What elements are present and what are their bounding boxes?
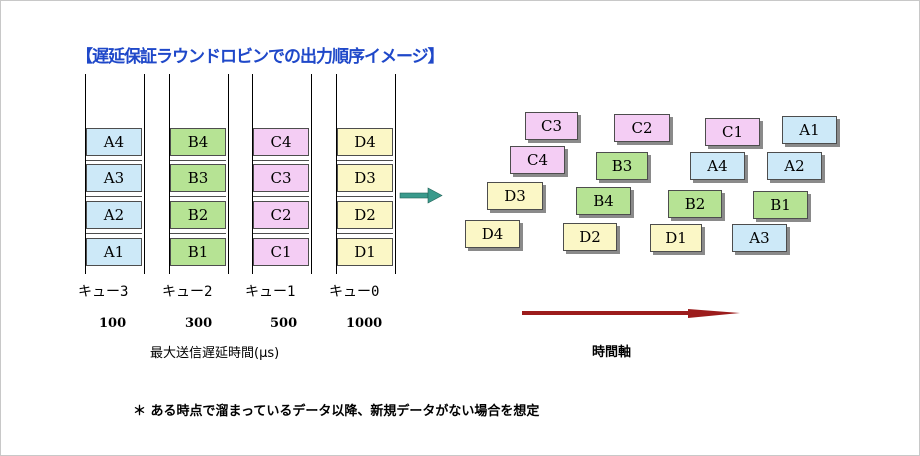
queue-1: C4 C3 C2 C1 bbox=[252, 74, 312, 274]
cell-separator bbox=[86, 233, 142, 234]
queue-cell: D3 bbox=[337, 164, 393, 192]
queue-wall-left bbox=[252, 74, 253, 274]
output-box: D1 bbox=[650, 224, 702, 252]
output-box: A3 bbox=[732, 224, 787, 252]
queue-wall-right bbox=[144, 74, 145, 274]
output-box: D2 bbox=[563, 223, 617, 251]
queue-3: A4 A3 A2 A1 bbox=[85, 74, 145, 274]
queue-cell: C4 bbox=[253, 128, 309, 156]
queue-wall-right bbox=[311, 74, 312, 274]
cell-separator bbox=[253, 196, 309, 197]
queue-2: B4 B3 B2 B1 bbox=[169, 74, 229, 274]
output-box: B3 bbox=[596, 152, 648, 180]
delay-caption: 最大送信遅延時間(μs) bbox=[150, 346, 280, 361]
queue-cell: D1 bbox=[337, 238, 393, 266]
queue-wall-left bbox=[336, 74, 337, 274]
cell-separator bbox=[337, 196, 393, 197]
cell-separator bbox=[337, 233, 393, 234]
queue-delay-value: 300 bbox=[185, 316, 213, 331]
queue-cell: B4 bbox=[170, 128, 226, 156]
output-box: B1 bbox=[753, 191, 808, 219]
queue-delay-value: 100 bbox=[99, 316, 127, 331]
output-box: B2 bbox=[668, 190, 722, 218]
queue-wall-right bbox=[228, 74, 229, 274]
cell-separator bbox=[253, 160, 309, 161]
cell-separator bbox=[86, 160, 142, 161]
cell-separator bbox=[337, 160, 393, 161]
queue-cell: D4 bbox=[337, 128, 393, 156]
queue-cell: A1 bbox=[86, 238, 142, 266]
output-box: C4 bbox=[510, 146, 565, 174]
queue-wall-left bbox=[169, 74, 170, 274]
queue-cell: C2 bbox=[253, 201, 309, 229]
queue-delay-value: 1000 bbox=[346, 316, 383, 331]
cell-separator bbox=[170, 160, 226, 161]
queue-cell: D2 bbox=[337, 201, 393, 229]
output-box: B4 bbox=[576, 187, 631, 215]
footnote: ＊ ある時点で溜まっているデータ以降、新規データがない場合を想定 bbox=[133, 404, 540, 419]
output-box: A2 bbox=[767, 152, 822, 180]
diagram-title: 【遅延保証ラウンドロビンでの出力順序イメージ】 bbox=[76, 47, 445, 67]
queue-wall-right bbox=[395, 74, 396, 274]
output-arrow bbox=[399, 187, 443, 204]
queue-0: D4 D3 D2 D1 bbox=[336, 74, 396, 274]
queue-cell: A2 bbox=[86, 201, 142, 229]
queue-label: キュー0 bbox=[329, 284, 380, 300]
cell-separator bbox=[170, 233, 226, 234]
output-box: D4 bbox=[465, 220, 520, 248]
cell-separator bbox=[253, 233, 309, 234]
queue-cell: C1 bbox=[253, 238, 309, 266]
output-box: A4 bbox=[690, 152, 745, 180]
queue-wall-left bbox=[85, 74, 86, 274]
output-box: C3 bbox=[525, 112, 578, 140]
queue-cell: B2 bbox=[170, 201, 226, 229]
queue-cell: A4 bbox=[86, 128, 142, 156]
output-box: A1 bbox=[782, 116, 837, 144]
time-axis-label: 時間軸 bbox=[592, 345, 632, 360]
cell-separator bbox=[86, 196, 142, 197]
queue-label: キュー2 bbox=[162, 284, 213, 300]
output-box: C1 bbox=[705, 118, 760, 146]
queue-label: キュー3 bbox=[78, 284, 129, 300]
queue-label: キュー1 bbox=[245, 284, 296, 300]
queue-cell: B1 bbox=[170, 238, 226, 266]
queue-cell: B3 bbox=[170, 164, 226, 192]
queue-cell: C3 bbox=[253, 164, 309, 192]
queue-cell: A3 bbox=[86, 164, 142, 192]
time-axis-arrow bbox=[522, 309, 740, 318]
output-box: C2 bbox=[614, 114, 670, 142]
output-box: D3 bbox=[487, 182, 543, 210]
cell-separator bbox=[170, 196, 226, 197]
queue-delay-value: 500 bbox=[270, 316, 298, 331]
